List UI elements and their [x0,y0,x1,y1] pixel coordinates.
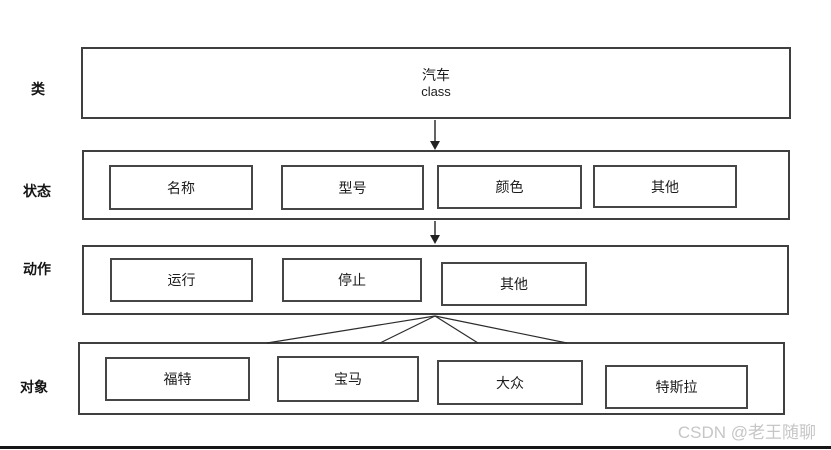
state-item-name: 名称 [109,165,253,210]
object-item-vw: 大众 [437,360,583,405]
class-title: 汽车 [422,67,450,83]
arrow-state-to-action [430,221,440,244]
fan-action-to-objects [266,315,568,344]
action-item-run: 运行 [110,258,253,302]
state-item-color: 颜色 [437,165,582,209]
row-label-state: 状态 [23,183,51,199]
class-subtitle: class [421,84,451,99]
row-label-object: 对象 [20,379,48,395]
arrow-class-to-state [430,120,440,150]
bottom-bar [0,446,831,449]
row-label-class: 类 [31,81,45,97]
state-item-model: 型号 [281,165,424,210]
state-item-other: 其他 [593,165,737,208]
action-item-other: 其他 [441,262,587,306]
object-item-tesla: 特斯拉 [605,365,748,409]
action-item-stop: 停止 [282,258,422,302]
csdn-watermark: CSDN @老王随聊 [677,423,816,442]
object-item-bmw: 宝马 [277,356,419,402]
class-container: 汽车 class [81,47,791,119]
row-label-action: 动作 [23,261,51,277]
object-item-ford: 福特 [105,357,250,401]
